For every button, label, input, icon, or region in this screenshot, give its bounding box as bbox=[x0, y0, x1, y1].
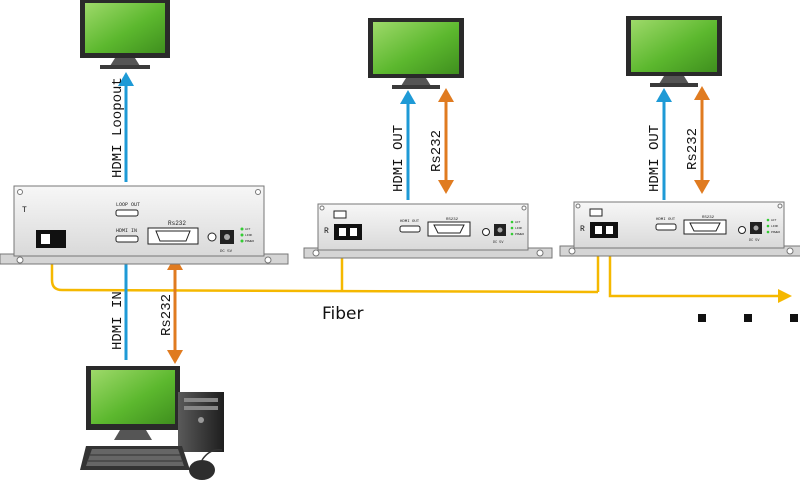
label-rs232-receiver-2: Rs232 bbox=[685, 128, 701, 170]
receiver-unit-1: R HDMI OUT RS232 DC 5V ACT LINK POWER bbox=[303, 203, 553, 259]
receiver-2-led-link: LINK bbox=[771, 225, 778, 228]
transmitter-led-link: LINK bbox=[245, 234, 252, 237]
label-hdmi-in: HDMI IN bbox=[110, 291, 126, 350]
receiver-1-rs232-label: RS232 bbox=[446, 218, 459, 222]
transmitter-unit: T LOOP OUT HDMI IN Rs232 DC 5V ACT LINK … bbox=[0, 185, 289, 265]
receiver-1-hdmi-out-label: HDMI OUT bbox=[400, 220, 420, 224]
receiver-unit-2: R HDMI OUT RS232 DC 5V ACT LINK POWER bbox=[559, 201, 800, 257]
transmitter-dc-label: DC 5V bbox=[220, 250, 233, 254]
label-hdmi-out-receiver-1: HDMI OUT bbox=[391, 125, 407, 192]
receiver-1-led-power: POWER bbox=[515, 233, 524, 236]
transmitter-mark: T bbox=[22, 206, 27, 215]
transmitter-hdmi-in-label: HDMI IN bbox=[116, 228, 137, 234]
source-computer bbox=[80, 366, 224, 480]
transmitter-rs232-label: Rs232 bbox=[168, 220, 186, 227]
label-rs232-transmitter: Rs232 bbox=[159, 294, 175, 336]
receiver-1-led-link: LINK bbox=[515, 227, 522, 230]
receiver-2-rs232-label: RS232 bbox=[702, 216, 715, 220]
receiver-2-mark: R bbox=[580, 225, 585, 234]
rs232-arrows bbox=[167, 86, 710, 364]
receiver-1-dc-label: DC 5V bbox=[493, 241, 504, 245]
label-rs232-receiver-1: Rs232 bbox=[429, 130, 445, 172]
continuation-dots bbox=[698, 314, 798, 322]
transmitter-led-power: POWER bbox=[245, 240, 254, 243]
transmitter-led-act: ACT bbox=[245, 228, 251, 231]
label-fiber: Fiber bbox=[322, 304, 364, 324]
receiver-2-led-power: POWER bbox=[771, 231, 780, 234]
monitor-receiver-2 bbox=[626, 16, 722, 87]
receiver-2-led-act: ACT bbox=[771, 219, 777, 222]
transmitter-loop-out-label: LOOP OUT bbox=[116, 202, 140, 208]
receiver-2-hdmi-out-label: HDMI OUT bbox=[656, 218, 676, 222]
label-hdmi-out-receiver-2: HDMI OUT bbox=[647, 125, 663, 192]
receiver-1-led-act: ACT bbox=[515, 221, 521, 224]
monitor-loopout bbox=[80, 0, 170, 69]
monitor-receiver-1 bbox=[368, 18, 464, 89]
receiver-2-dc-label: DC 5V bbox=[749, 239, 760, 243]
label-hdmi-loopout: HDMI Loopout bbox=[110, 77, 126, 178]
receiver-1-mark: R bbox=[324, 227, 329, 236]
